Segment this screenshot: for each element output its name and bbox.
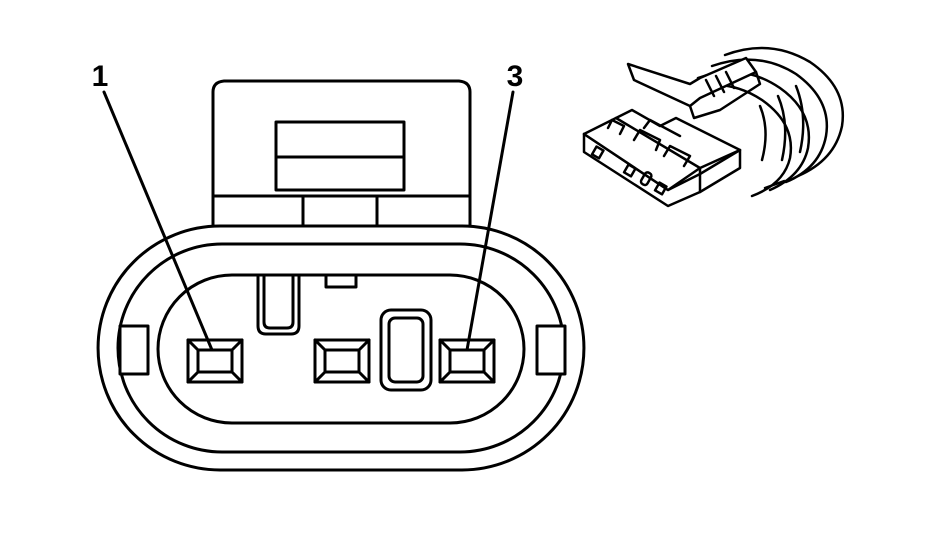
left-latch (118, 324, 150, 376)
cavity-face (156, 273, 526, 425)
connector-isometric-view (582, 46, 845, 208)
key-slot (256, 273, 358, 336)
polarizing-key (379, 308, 433, 392)
lock-tab (211, 79, 472, 240)
callout-leader-3 (465, 90, 515, 352)
terminal-cavity-2 (313, 338, 371, 384)
outer-housing (96, 224, 586, 472)
connector-face-view (96, 79, 586, 472)
callout-label-1: 1 (92, 60, 109, 93)
right-latch (535, 324, 567, 376)
callout-leader-1 (102, 90, 214, 352)
terminal-cavity-3 (438, 338, 496, 384)
callout-label-3: 3 (507, 60, 524, 93)
inner-rim (116, 242, 566, 454)
terminal-cavity-1 (186, 338, 244, 384)
